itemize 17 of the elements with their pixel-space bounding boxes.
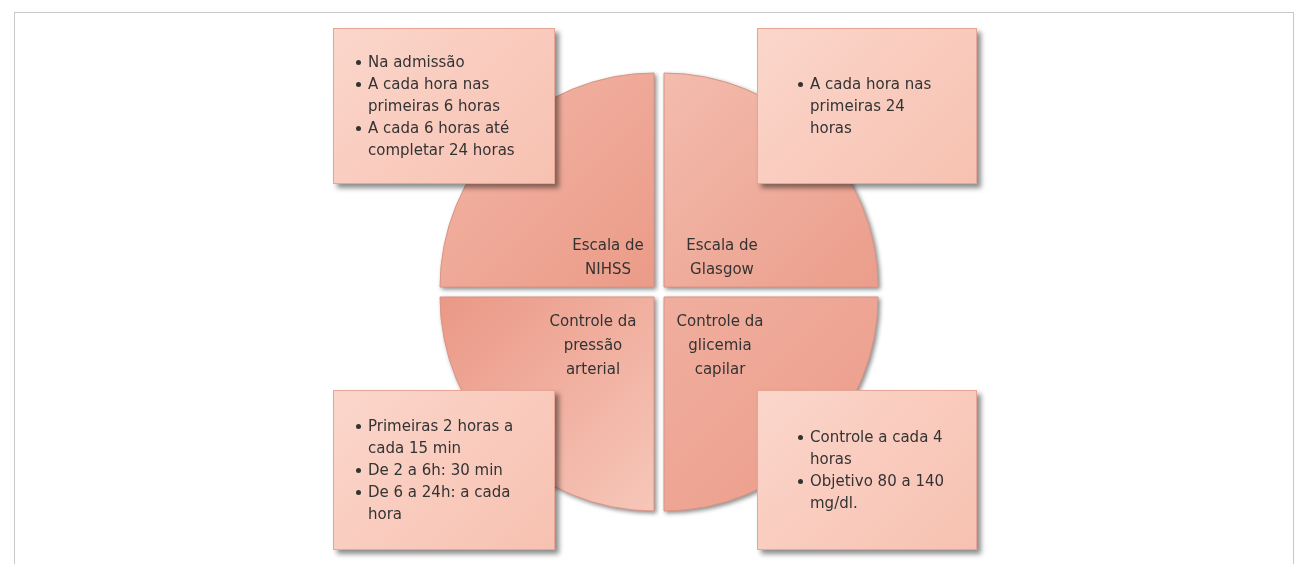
note-card: [333, 390, 555, 550]
note-card: [333, 28, 555, 184]
bullet-text: A cada hora nas primeiras 24 horas: [810, 74, 933, 139]
quadrant-label: Controle da pressão arterial: [548, 311, 638, 380]
bullet-text: A cada hora nas primeiras 6 horas: [368, 74, 501, 117]
note-card: [757, 28, 977, 184]
bullet-text: Objetivo 80 a 140 mg/dl.: [810, 471, 946, 514]
bullet-text: Controle a cada 4 horas: [810, 427, 944, 470]
bullet-text: Na admissão: [368, 52, 465, 73]
quadrant-label: Controle da glicemia capilar: [675, 311, 765, 380]
quadrant-label: Escala de NIHSS: [571, 235, 645, 280]
bullet-text: Primeiras 2 horas a cada 15 min: [368, 416, 515, 459]
bullet-text: De 2 a 6h: 30 min: [368, 460, 503, 481]
note-card: [757, 390, 977, 550]
bullet-text: De 6 a 24h: a cada hora: [368, 482, 512, 525]
quadrant-label: Escala de Glasgow: [685, 235, 759, 280]
bullet-text: A cada 6 horas até completar 24 horas: [368, 118, 516, 161]
